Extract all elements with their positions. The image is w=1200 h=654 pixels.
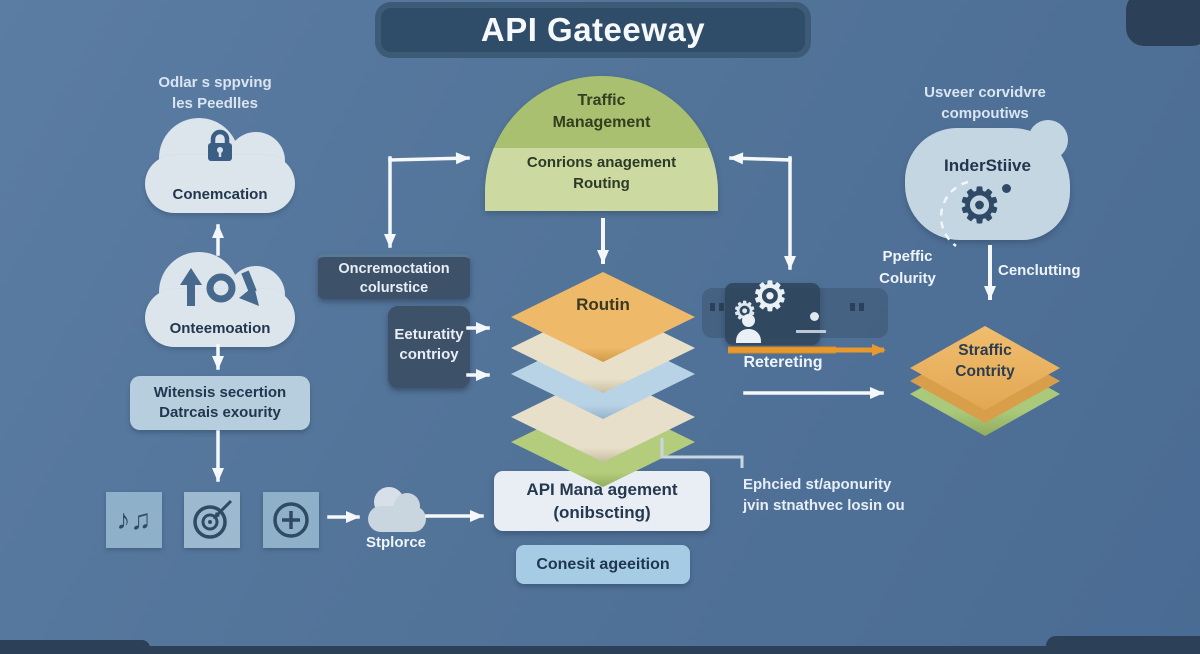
bottom-edge-right	[1046, 636, 1200, 654]
panel-dot-icon	[810, 312, 819, 321]
consent-label: Conesit ageeition	[536, 555, 670, 573]
sync-arrows-icon	[180, 268, 259, 306]
person-head-icon	[742, 314, 755, 327]
cloud-sync: Onteemoation	[145, 252, 295, 347]
gear-icon-large: ⚙	[752, 275, 788, 319]
title-banner: API Gateeway	[375, 2, 811, 58]
panel-dots-right	[850, 303, 864, 311]
api-management-box: API Mana agement (onibscting)	[494, 471, 710, 531]
bottom-edge-bar	[0, 646, 1200, 654]
process-label: Retereting	[743, 354, 823, 371]
stplorce-cloud	[368, 487, 426, 532]
note-text: Ephcied st/aponurity jvin stnathvec losi…	[743, 476, 905, 514]
page-title: API Gateeway	[480, 11, 706, 48]
security-control-box: Eeturatity contrioy	[388, 306, 470, 388]
gear-icon-right-cloud: ⚙	[958, 180, 1002, 233]
bottom-edge-left	[0, 640, 150, 654]
traffic-dome: Traffic Management Conrions anagement Ro…	[485, 76, 718, 211]
target-icon	[193, 499, 233, 539]
panel-dots-left	[710, 303, 724, 311]
dashed-arc-icon	[939, 180, 969, 248]
security-control-label: Eeturatity contrioy	[394, 326, 464, 363]
arrow-elbow-right-to-dome	[729, 152, 792, 165]
right-cloud-label: InderStiive	[944, 156, 1031, 175]
music-icon-tile: ♪♫	[106, 492, 162, 548]
consent-box: Conesit ageeition	[516, 545, 690, 584]
left-caption: Odlar s sppving les Peedlles	[158, 74, 272, 112]
cloud-secure-label: Conemcation	[172, 186, 268, 203]
panel-line	[796, 330, 826, 333]
music-notes-icon: ♪♫	[116, 504, 152, 535]
dome-title: Traffic Management	[552, 92, 651, 131]
dome-subtitle: Conrions anagement Routing	[526, 154, 677, 192]
corner-decor-top-right	[1126, 0, 1200, 46]
label-cenclutting: Cenclutting	[998, 262, 1081, 279]
plus-circle-icon	[273, 502, 309, 538]
security-box: Witensis secertion Datrcais exourity	[130, 376, 310, 430]
traffic-diamond-label: Straffic Contrity	[955, 342, 1015, 380]
stack-label: Routin	[576, 295, 630, 314]
cloud-sync-label: Onteemoation	[169, 320, 271, 337]
plus-icon-tile	[263, 492, 319, 548]
label-ppeffic: Ppeffic Colurity	[879, 248, 936, 287]
api-management-label: API Mana agement (onibscting)	[526, 480, 678, 522]
config-box: Oncremoctation colurstice	[318, 254, 470, 299]
target-icon-tile	[184, 492, 240, 548]
dome-lower-band	[485, 148, 718, 211]
lock-icon	[208, 129, 232, 161]
person-body-icon	[736, 329, 761, 343]
stplorce-label: Stplorce	[365, 534, 426, 551]
security-box-label: Witensis secertion Datrcais exourity	[153, 384, 287, 421]
config-box-label: Oncremoctation colurstice	[338, 261, 450, 296]
cloud-secure: Conemcation	[145, 118, 295, 213]
gear-satellite-dot	[1002, 184, 1011, 193]
right-caption: Usveer corvidvre compoutiws	[924, 84, 1046, 122]
right-cloud-bump	[1028, 120, 1068, 160]
arrow-elbow-left-to-dome	[388, 152, 470, 165]
